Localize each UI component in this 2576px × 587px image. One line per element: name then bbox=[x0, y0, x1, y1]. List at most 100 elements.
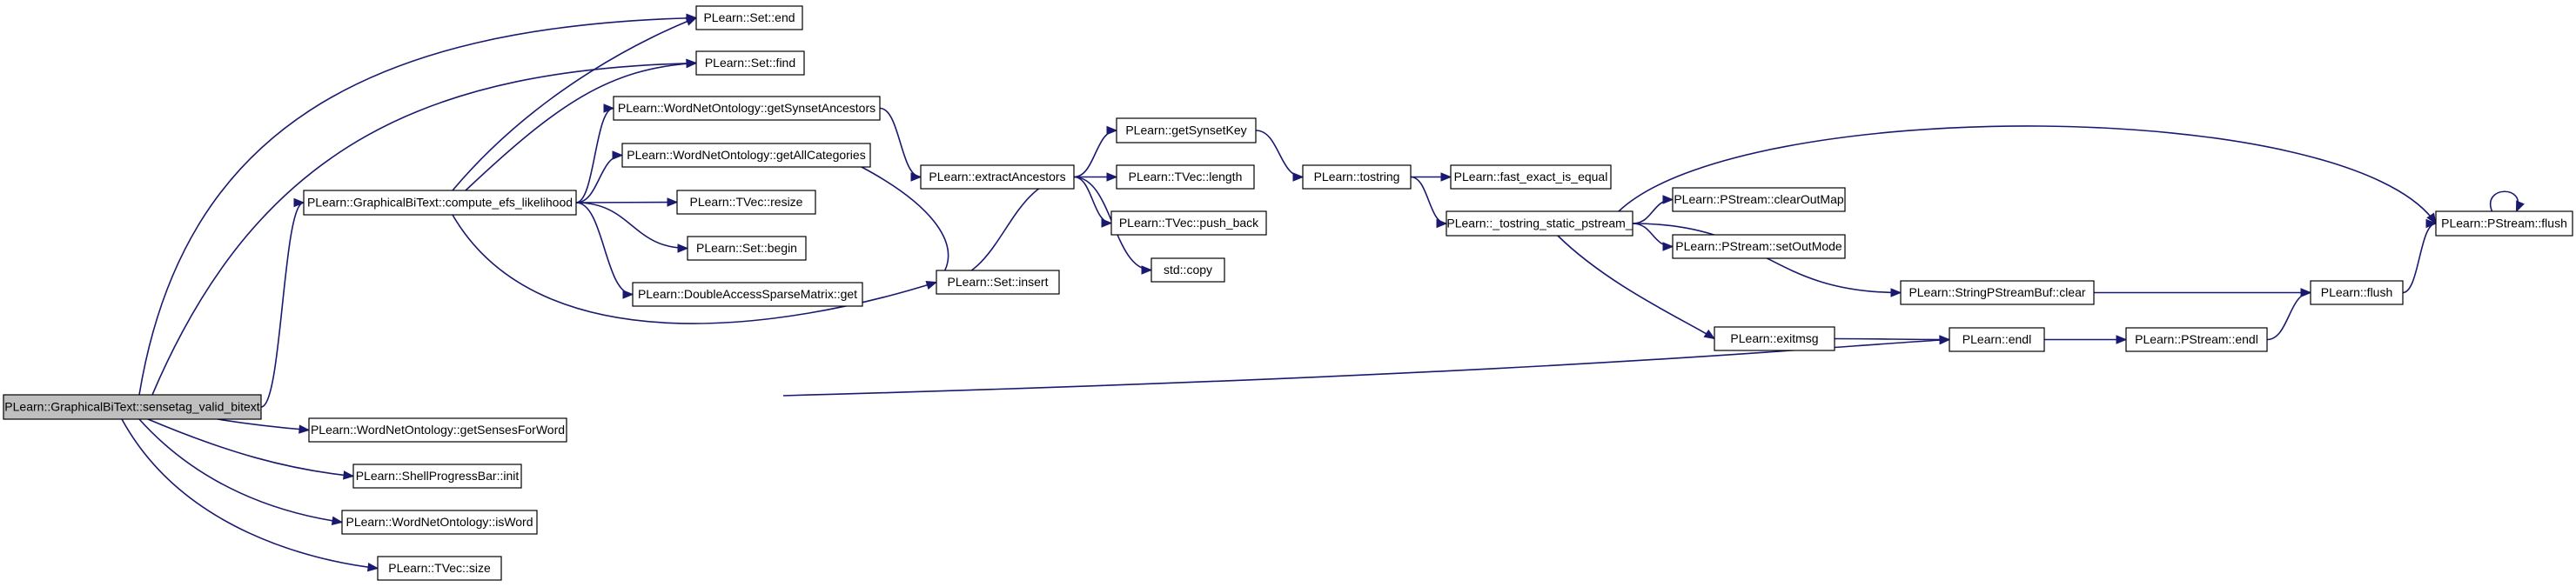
edge-path bbox=[138, 418, 343, 524]
node-tostring[interactable]: PLearn::tostring bbox=[1302, 164, 1412, 190]
node-endl[interactable]: PLearn::endl bbox=[1949, 327, 2045, 352]
node-box bbox=[377, 556, 502, 581]
edge-compute-to-dasm-get bbox=[575, 202, 634, 299]
edge-path bbox=[465, 62, 697, 191]
node-set-begin[interactable]: PLearn::Set::begin bbox=[687, 236, 807, 261]
node-tvec-push-back[interactable]: PLearn::TVec::push_back bbox=[1110, 210, 1267, 236]
node-label: PLearn::PStream::flush bbox=[2441, 217, 2567, 230]
node-box bbox=[676, 190, 816, 215]
node-set-insert[interactable]: PLearn::Set::insert bbox=[936, 270, 1060, 295]
node-root[interactable]: PLearn::GraphicalBiText::sensetag_valid_… bbox=[3, 394, 262, 420]
node-pstream-flush[interactable]: PLearn::PStream::flush bbox=[2435, 210, 2573, 237]
edge-path bbox=[147, 418, 354, 477]
edge-exitmsg-to-endl bbox=[1834, 335, 1951, 344]
edge-path bbox=[575, 107, 614, 203]
edge-arrowhead bbox=[1890, 288, 1902, 297]
node-getSynsetKey[interactable]: PLearn::getSynsetKey bbox=[1116, 117, 1257, 143]
node-spb-init[interactable]: PLearn::ShellProgressBar::init bbox=[352, 464, 522, 489]
node-box bbox=[1672, 234, 1846, 259]
edge-tostring-static-to-clearOutMap bbox=[1632, 195, 1674, 224]
node-box bbox=[2435, 210, 2573, 237]
node-box bbox=[1714, 326, 1835, 351]
edges-layer bbox=[121, 13, 2525, 572]
edge-arrowhead bbox=[293, 197, 305, 208]
node-label: PLearn::WordNetOntology::getSensesForWor… bbox=[311, 423, 565, 437]
edge-path bbox=[260, 202, 305, 408]
edge-arrowhead bbox=[1141, 265, 1153, 275]
edge-arrowhead bbox=[910, 172, 922, 182]
edge-arrowhead bbox=[2426, 212, 2437, 225]
node-setOutMode[interactable]: PLearn::PStream::setOutMode bbox=[1672, 234, 1846, 259]
edge-path bbox=[575, 154, 623, 203]
edge-spsb-clear-to-flush bbox=[2094, 288, 2312, 297]
node-box bbox=[920, 164, 1075, 190]
node-label: PLearn::TVec::size bbox=[388, 561, 491, 575]
edge-arrowhead bbox=[1939, 335, 1951, 344]
node-box bbox=[308, 417, 567, 443]
node-tvec-size[interactable]: PLearn::TVec::size bbox=[377, 556, 502, 581]
node-clearOutMap[interactable]: PLearn::PStream::clearOutMap bbox=[1672, 187, 1846, 212]
node-box bbox=[303, 190, 577, 216]
node-set-find[interactable]: PLearn::Set::find bbox=[695, 50, 805, 76]
node-tvec-length[interactable]: PLearn::TVec::length bbox=[1116, 164, 1255, 190]
edge-path bbox=[782, 338, 1950, 397]
edge-path bbox=[1073, 176, 1112, 224]
edge-arrowhead bbox=[622, 290, 634, 299]
edge-arrowhead bbox=[677, 243, 689, 253]
edge-arrowhead bbox=[612, 150, 624, 160]
node-exitmsg[interactable]: PLearn::exitmsg bbox=[1714, 326, 1835, 351]
node-getSynsetAncestors[interactable]: PLearn::WordNetOntology::getSynsetAncest… bbox=[613, 96, 881, 121]
node-set-end[interactable]: PLearn::Set::end bbox=[695, 5, 803, 30]
edge-arrowhead bbox=[1101, 218, 1113, 228]
node-label: PLearn::exitmsg bbox=[1730, 331, 1818, 345]
edge-arrowhead bbox=[343, 470, 355, 480]
edge-extractAncestors-to-getSynsetKey bbox=[1073, 125, 1118, 178]
edge-getSynsetAncestors-to-extractAncestors bbox=[879, 107, 922, 182]
node-label: PLearn::TVec::length bbox=[1129, 170, 1243, 183]
node-label: PLearn::getSynsetKey bbox=[1125, 123, 1246, 137]
node-label: PLearn::ShellProgressBar::init bbox=[356, 469, 520, 483]
edge-path bbox=[1632, 223, 1674, 248]
node-fast-exact[interactable]: PLearn::fast_exact_is_equal bbox=[1450, 164, 1612, 190]
node-spsb-clear[interactable]: PLearn::StringPStreamBuf::clear bbox=[1900, 280, 2095, 305]
node-label: PLearn::GraphicalBiText::sensetag_valid_… bbox=[4, 400, 260, 414]
edge-tostring-to-tostring-static bbox=[1410, 176, 1448, 229]
node-std-copy[interactable]: std::copy bbox=[1150, 257, 1225, 283]
node-box bbox=[1110, 210, 1267, 236]
node-label: PLearn::endl bbox=[1962, 332, 2031, 346]
node-getSensesForWord[interactable]: PLearn::WordNetOntology::getSensesForWor… bbox=[308, 417, 567, 443]
edge-arrowhead bbox=[1436, 218, 1448, 229]
node-tvec-resize[interactable]: PLearn::TVec::resize bbox=[676, 190, 816, 215]
node-compute[interactable]: PLearn::GraphicalBiText::compute_efs_lik… bbox=[303, 190, 577, 216]
edge-endl-to-pstream-endl bbox=[2044, 335, 2128, 344]
edge-arrowhead bbox=[686, 58, 698, 69]
edge-compute-to-set-find bbox=[465, 58, 698, 191]
edge-path bbox=[151, 62, 697, 396]
edge-root-to-isWord bbox=[138, 418, 344, 526]
edge-pstream-flush-to-pstream-flush bbox=[2489, 190, 2525, 213]
edge-path bbox=[1410, 176, 1447, 224]
node-box bbox=[1900, 280, 2095, 305]
node-label: PLearn::TVec::resize bbox=[690, 195, 803, 209]
edge-compute-to-getSynsetAncestors bbox=[575, 103, 615, 203]
node-label: PLearn::StringPStreamBuf::clear bbox=[1909, 285, 2085, 299]
node-tostring-static[interactable]: PLearn::_tostring_static_pstream_ bbox=[1446, 210, 1633, 237]
node-box bbox=[687, 236, 807, 261]
node-dasm-get[interactable]: PLearn::DoubleAccessSparseMatrix::get bbox=[632, 282, 863, 307]
node-label: PLearn::TVec::push_back bbox=[1119, 216, 1259, 230]
edge-arrowhead bbox=[603, 103, 615, 113]
node-label: PLearn::fast_exact_is_equal bbox=[1454, 170, 1608, 183]
node-flush[interactable]: PLearn::flush bbox=[2310, 280, 2404, 305]
node-getAllCategories[interactable]: PLearn::WordNetOntology::getAllCategorie… bbox=[621, 143, 871, 168]
edge-path bbox=[879, 107, 922, 178]
node-label: PLearn::_tostring_static_pstream_ bbox=[1446, 217, 1632, 230]
node-box bbox=[1949, 327, 2045, 352]
node-box bbox=[621, 143, 871, 168]
edge-path bbox=[2266, 291, 2311, 341]
node-pstream-endl[interactable]: PLearn::PStream::endl bbox=[2125, 327, 2268, 352]
edge-pstream-endl-to-flush bbox=[2266, 288, 2312, 341]
node-isWord[interactable]: PLearn::WordNetOntology::isWord bbox=[341, 510, 538, 535]
edge-root-to-compute bbox=[260, 197, 305, 408]
node-box bbox=[1446, 210, 1633, 237]
node-extractAncestors[interactable]: PLearn::extractAncestors bbox=[920, 164, 1075, 190]
